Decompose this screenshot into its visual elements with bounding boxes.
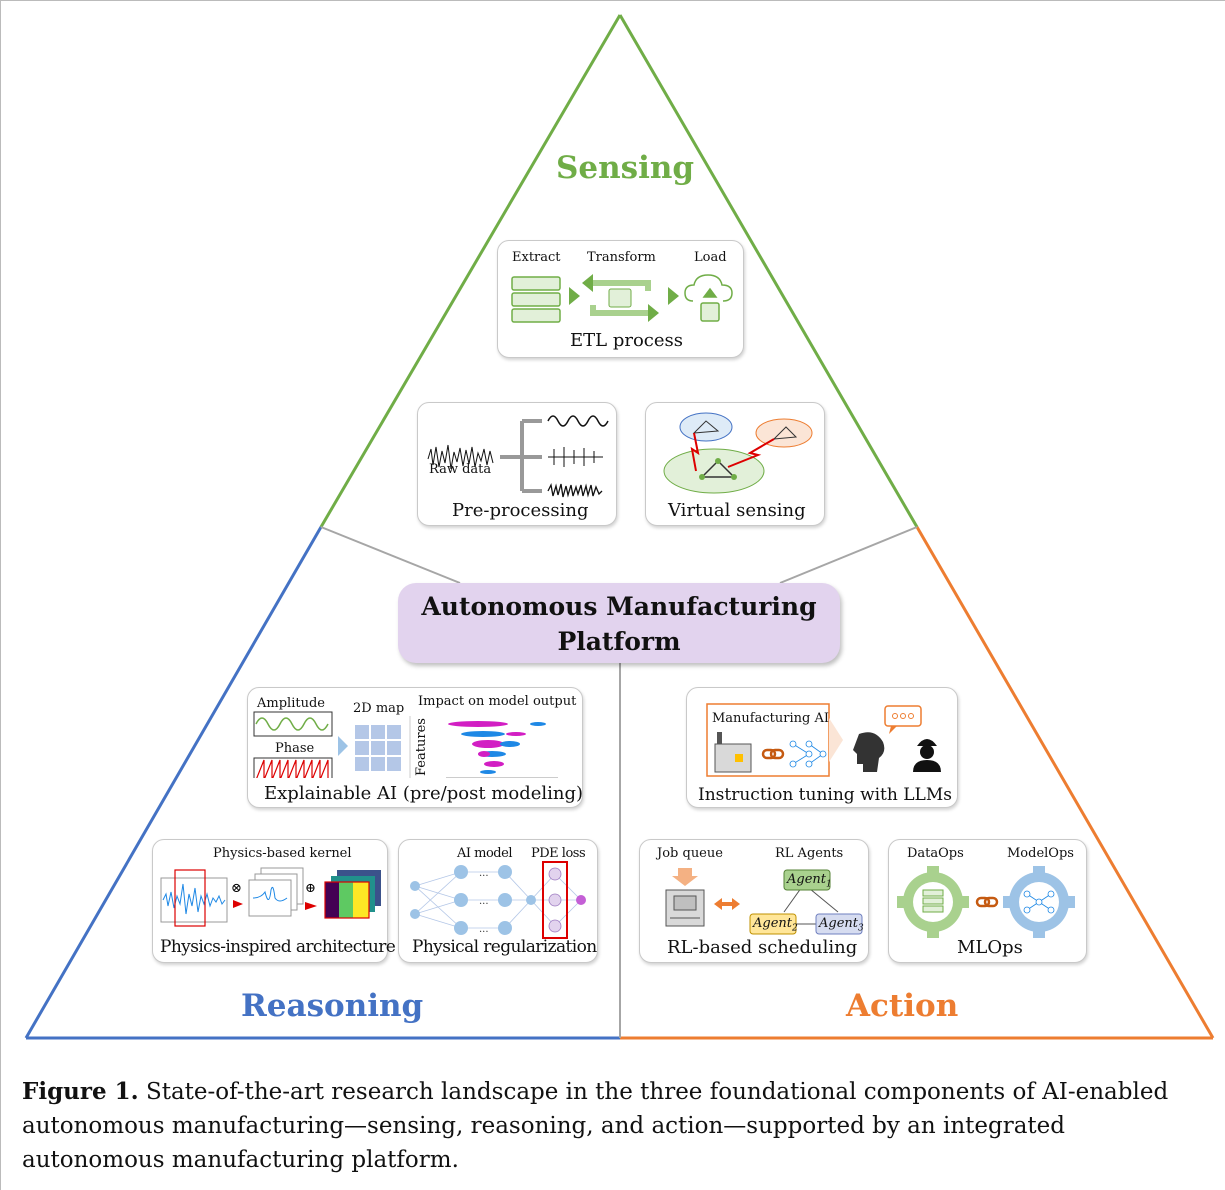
shap-beeswarm [446,721,558,778]
section-title-action: Action [846,988,959,1024]
mlops-card: DataOps ModelOps [888,839,1087,963]
speech-bubble-icon [884,705,922,734]
virtual-sensing-icon [663,412,813,494]
xai-title: Explainable AI (pre/post modeling) [264,783,584,804]
virtual-sensing-title: Virtual sensing [668,500,806,521]
cloud-upload-icon [684,274,733,322]
kernel-wavelet [252,886,288,902]
svg-text:⊕: ⊕ [305,881,316,896]
manufacturing-ai-label: Manufacturing AI [712,711,829,726]
physics-kernel-label: Physics-based kernel [213,846,352,861]
agent1-label: Agent1 [787,872,832,890]
phys-reg-card: AI model PDE loss ... ... ... Physical r… [398,839,598,963]
neural-net-icon [789,740,827,768]
database-icon [511,276,561,323]
factory-icon [714,732,752,773]
rl-agents-label: RL Agents [775,846,844,861]
xai-graphics [253,711,558,778]
rl-title: RL-based scheduling [667,937,858,958]
map-label: 2D map [353,701,405,716]
mlops-title: MLOps [957,937,1023,958]
svg-text:...: ... [479,924,489,935]
etl-title: ETL process [570,330,683,351]
reasoning-edge-left [24,526,323,1039]
etl-transform-label: Transform [587,250,656,265]
noise-signal [547,482,603,498]
section-title-sensing: Sensing [556,150,695,186]
raw-signal-wave [427,444,494,470]
physics-arch-title: Physics-inspired architecture [160,937,396,957]
caption-label: Figure 1. [22,1078,139,1105]
engineer-icon [913,739,941,772]
sine-signal [547,415,609,427]
llm-title: Instruction tuning with LLMs [698,785,952,805]
modelops-gear-icon [1003,866,1075,938]
caption-text: State-of-the-art research landscape in t… [22,1079,1169,1173]
raw-data-label: Raw data [429,462,492,477]
action-edge-right [915,526,1215,1039]
xai-card: Amplitude Phase 2D map Impact on model o… [247,687,583,808]
etl-load-label: Load [694,250,727,265]
platform-title-line2: Platform [557,627,681,656]
modelops-label: ModelOps [1007,846,1074,861]
machine-icon [665,889,705,927]
2d-map-grid [353,723,403,773]
preprocessing-signals [427,415,609,498]
rl-graphics [665,868,863,935]
llm-card: Manufacturing AI Instruction tuning with… [686,687,958,808]
down-arrow-icon [672,868,698,886]
physics-arch-graphics: ⊗ ⊕ [160,867,381,927]
link-icon [761,748,785,760]
pyramid-diagram [24,14,1215,1040]
feature-maps-icon [324,870,381,919]
mlops-graphics [897,866,1075,938]
dataops-label: DataOps [907,846,964,861]
svg-text:...: ... [479,896,489,907]
dataops-gear-icon [897,866,969,938]
section-title-reasoning: Reasoning [241,988,424,1024]
arrow-to-map-icon [338,736,348,756]
agent3-label: Agent3 [819,916,864,934]
etl-icons [511,274,733,323]
virtual-sensing-card: Virtual sensing [645,402,825,526]
double-arrow-icon [714,898,740,910]
link-icon-2 [975,896,999,908]
phase-sawtooth [256,759,329,778]
vibration-signal [162,883,226,915]
phase-label: Phase [275,741,315,756]
robot-head-icon [853,732,885,772]
impact-label: Impact on model output [418,694,577,709]
figure-caption: Figure 1. State-of-the-art research land… [22,1075,1202,1177]
transform-cycle-icon [582,274,659,322]
preprocessing-card: Raw data Pre-processing [417,402,617,526]
agent2-label: Agent2 [753,916,798,934]
amplitude-label: Amplitude [257,696,325,711]
platform-box: Autonomous Manufacturing Platform [398,583,840,663]
preprocessing-title: Pre-processing [452,500,589,521]
branch-connector [500,419,542,493]
pde-loss-label: PDE loss [531,846,586,861]
svg-text:⊗: ⊗ [231,881,242,896]
spike-signal [548,447,603,467]
divider-left [320,526,461,584]
arrow-right-icon [569,287,580,305]
arrow-right-icon-2 [668,287,679,305]
platform-title-line1: Autonomous Manufacturing [421,592,817,621]
job-queue-label: Job queue [657,846,723,861]
ai-model-label: AI model [457,846,512,861]
amplitude-wave [255,717,329,731]
llm-graphics [706,703,941,777]
svg-text:...: ... [479,868,489,879]
neural-network-graphic: ... ... ... [410,861,586,939]
phys-reg-title: Physical regularization [412,937,597,957]
sensing-edge-left [319,14,622,528]
etl-extract-label: Extract [512,250,561,265]
divider-right [779,526,918,584]
rl-card: Job queue RL Agents Agent1 Agent2 Agent3… [639,839,869,963]
sensing-edge-right [618,14,919,528]
physics-arch-card: Physics-based kernel ⊗ ⊕ Physics-inspire… [152,839,396,963]
etl-card: Extract Transform Load ETL process [497,240,744,358]
